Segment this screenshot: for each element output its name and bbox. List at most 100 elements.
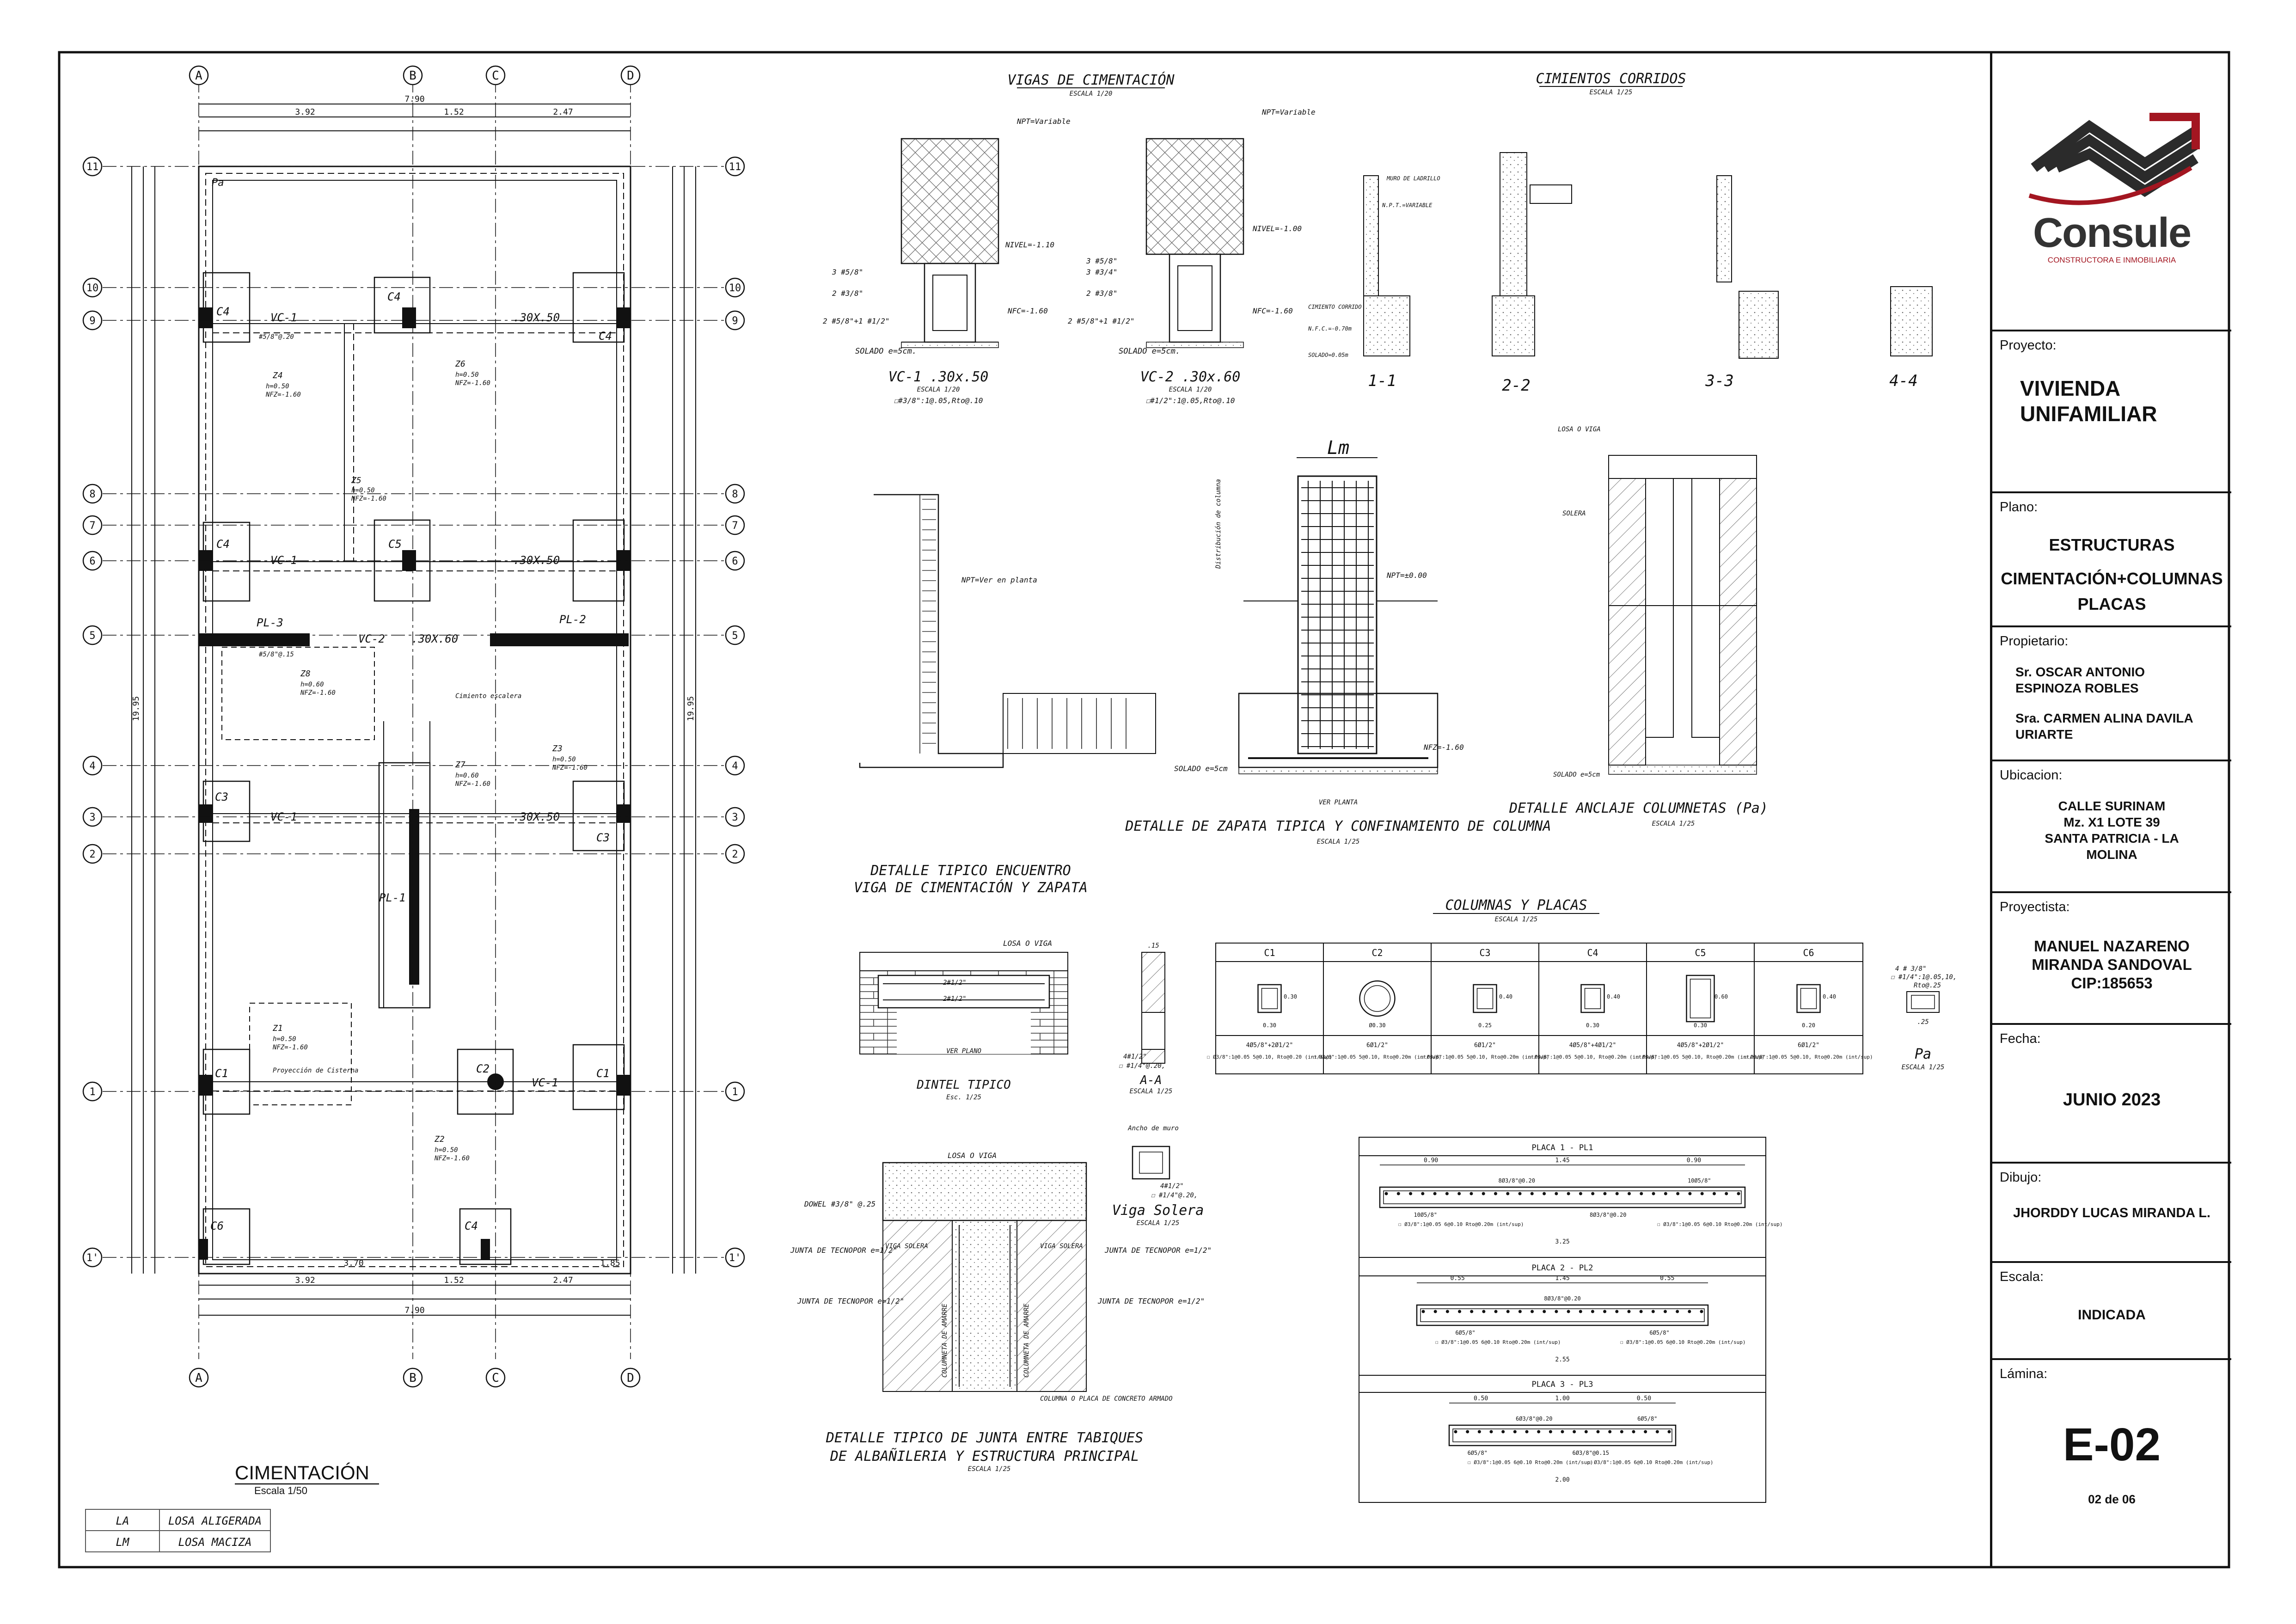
placa1-title: PLACA 1 - PL1 xyxy=(1531,1143,1593,1152)
column-bars-c3: 6Ø1/2" xyxy=(1474,1042,1496,1049)
vc1-npt: NPT=Variable xyxy=(1016,117,1071,126)
pa-label: Pa xyxy=(212,177,224,189)
legend-code-lm: LM xyxy=(116,1536,130,1549)
axis-label-9-right: 9 xyxy=(732,315,738,327)
col-c2: C2 xyxy=(476,1062,490,1075)
axis-bubble-1-right xyxy=(725,1081,745,1102)
vc2-name: VC-2 .30x.60 xyxy=(1140,369,1241,385)
zapata-title: DETALLE DE ZAPATA TIPICA Y CONFINAMIENTO… xyxy=(1125,818,1551,834)
fecha-label: Fecha: xyxy=(2000,1031,2041,1046)
proyectista-label: Proyectista: xyxy=(2000,900,2070,914)
cimientos-solado: SOLADO=0.05m xyxy=(1308,352,1348,358)
placa1-stirrups-right: ☐ Ø3/8":1@0.05 6@0.10 Rto@0.20m (int/sup… xyxy=(1657,1221,1783,1227)
pa-rto: Rto@.25 xyxy=(1914,982,1941,989)
vc1-bar-1: 2 #3/8" xyxy=(832,289,863,298)
axis-label-2-right: 2 xyxy=(732,849,738,860)
placa2-bars-2: 6Ø5/8" xyxy=(1649,1330,1669,1336)
col-c4-c: C4 xyxy=(599,330,612,343)
placa3-stirrups-right: ☐ Ø3/8":1@0.05 6@0.10 Rto@0.20m (int/sup… xyxy=(1588,1459,1714,1465)
placa2-dim-0: 0.55 xyxy=(1451,1275,1465,1282)
axis-bubble-10-left xyxy=(82,277,103,298)
column-bars-c4: 4Ø5/8"+4Ø1/2" xyxy=(1569,1042,1616,1049)
placa2-bars-0: 6Ø5/8" xyxy=(1455,1330,1475,1336)
column-header-c1: C1 xyxy=(1264,947,1275,958)
section-3-3: 3-3 xyxy=(1705,372,1733,390)
column-section-c2 xyxy=(1359,980,1396,1017)
axis-bubble-2-left xyxy=(82,844,103,864)
placa2-stirrups-left: ☐ Ø3/8":1@0.05 6@0.10 Rto@0.20m (int/sup… xyxy=(1435,1339,1561,1345)
cistern-note: Proyección de Cisterna xyxy=(273,1067,358,1074)
ubicacion-line-4: MOLINA xyxy=(2086,847,2137,862)
zapata-nfz: NFZ=-1.60 xyxy=(1423,743,1464,752)
typical-footing-detail: Lm NPT=±0.00 NFZ=-1.60 SOLADO e=5cm VER … xyxy=(1125,437,1551,846)
vc2-solado: SOLADO e=5cm. xyxy=(1119,347,1180,356)
footing-z4-id: Z4 xyxy=(272,371,283,380)
axis-bubble-11-left xyxy=(82,156,103,177)
axis-bubble-1'-right xyxy=(725,1247,745,1268)
zapata-npt: NPT=±0.00 xyxy=(1386,571,1427,580)
axis-bubble-10-right xyxy=(725,277,745,298)
ubicacion-cell: Ubicacion: CALLE SURINAM Mz. X1 LOTE 39 … xyxy=(1992,760,2231,893)
placa2-title: PLACA 2 - PL2 xyxy=(1531,1263,1593,1273)
axis-label-7-right: 7 xyxy=(732,520,738,532)
zapata-scale: ESCALA 1/25 xyxy=(1317,838,1360,846)
axis-bubble-4-left xyxy=(82,755,103,776)
beam-30x50-a: .30X.50 xyxy=(513,311,560,324)
col-c3-b: C3 xyxy=(596,831,610,844)
fecha-cell: Fecha: JUNIO 2023 xyxy=(1992,1023,2231,1164)
axis-label-1'-right: 1' xyxy=(729,1252,741,1264)
column-bars-c6: 6Ø1/2" xyxy=(1798,1042,1819,1049)
beam-vc1-b: VC-1 xyxy=(270,554,297,567)
encuentro-title-2: VIGA DE CIMENTACIÓN Y ZAPATA xyxy=(854,879,1088,896)
axis-bubble-3-right xyxy=(725,807,745,827)
placa2-total: 2.55 xyxy=(1555,1356,1569,1363)
footing-z7-h: h=0.60 xyxy=(455,772,479,779)
junta-tecnopor-1: JUNTA DE TECNOPOR e=1/2" xyxy=(790,1246,897,1255)
column-header-c3: C3 xyxy=(1479,947,1490,958)
propietario-2b: URIARTE xyxy=(2015,727,2073,742)
column-header-c5: C5 xyxy=(1695,947,1706,958)
footing-z4-nfz: NFZ=-1.60 xyxy=(265,391,301,398)
legend-code-la: LA xyxy=(116,1514,129,1527)
column-section-c4 xyxy=(1580,984,1605,1013)
zapata-lm: Lm xyxy=(1327,437,1349,459)
column-stirrups-c6: ☐ Ø3/8":1@0.05 5@0.10, Rto@0.20m (int/su… xyxy=(1744,1054,1873,1060)
pa-name: Pa xyxy=(1915,1046,1931,1062)
column-stirrups-c1: ☐ Ø3/8":1@0.05 5@0.10, Rto@0.20 (int/sup… xyxy=(1207,1054,1333,1060)
junta-columneta-left: COLUMNETA DE AMARRE xyxy=(941,1303,949,1378)
placa3-dim-2: 0.50 xyxy=(1637,1395,1651,1402)
proyecto-cell: Proyecto: VIVIENDA UNIFAMILIAR xyxy=(1992,330,2231,493)
footing-z3-nfz: NFZ=-1.60 xyxy=(552,764,588,772)
ubicacion-line-2: Mz. X1 LOTE 39 xyxy=(2063,815,2160,829)
junta-title-1: DETALLE TIPICO DE JUNTA ENTRE TABIQUES xyxy=(826,1430,1143,1446)
vc2-bar-0: 3 #5/8" xyxy=(1086,257,1117,265)
placa3-bars-3: 6Ø5/8" xyxy=(1637,1416,1657,1422)
plano-label: Plano: xyxy=(2000,500,2038,515)
beam-vc1-d: VC-1 xyxy=(532,1076,558,1089)
propietario-1a: Sr. OSCAR ANTONIO xyxy=(2015,665,2145,679)
col-c6: C6 xyxy=(210,1220,224,1232)
lintel-detail: LOSA O VIGA 2#1/2" 2#1/2" VER PLANO DINT… xyxy=(859,939,1172,1101)
column-dim-c1-1: 0.30 xyxy=(1284,993,1297,1000)
vc2-nfc: NFC=-1.60 xyxy=(1252,306,1293,315)
solera-stirrups: ☐ #1/4"@.20, xyxy=(1151,1192,1198,1199)
axis-label-b: B xyxy=(409,69,416,83)
column-dim-c5-0: 0.30 xyxy=(1694,1022,1707,1029)
col-c4-b: C4 xyxy=(387,290,401,303)
dibujo-label: Dibujo: xyxy=(2000,1170,2042,1185)
placa3-bars-0: 6Ø5/8" xyxy=(1468,1450,1488,1456)
plan-title: CIMENTACIÓN xyxy=(235,1462,369,1483)
wall-pl1: PL-1 xyxy=(379,891,406,904)
footing-z6-h: h=0.50 xyxy=(455,371,479,379)
brand-logo xyxy=(2028,113,2200,205)
column-dim-c3-0: 0.25 xyxy=(1478,1022,1492,1029)
vigas-title: VIGAS DE CIMENTACIÓN xyxy=(1007,71,1175,88)
solera-ancho: Ancho de muro xyxy=(1127,1125,1179,1132)
shear-wall-table: PLACA 1 - PL1 PLACA 2 - PL2 PLACA 3 - PL… xyxy=(1359,1137,1783,1503)
vc1-stirrups: ☐#3/8":1@.05,Rto@.10 xyxy=(894,396,983,405)
rebar-note-pl3: #5/8"@.15 xyxy=(258,651,294,658)
dim-bottom-total: 7.90 xyxy=(404,1305,424,1315)
proyecto-line-2: UNIFAMILIAR xyxy=(2020,402,2157,426)
lamina-count: 02 de 06 xyxy=(2088,1492,2136,1506)
